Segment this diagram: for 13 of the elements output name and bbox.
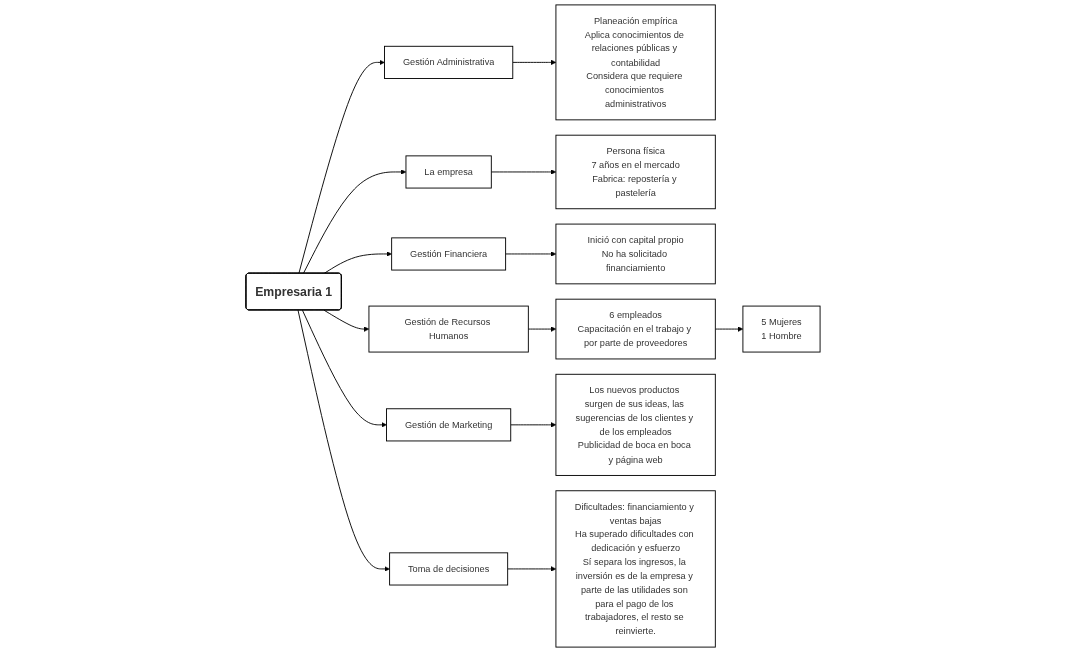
node-box: Gestión Administrativa <box>384 45 514 79</box>
node-box: Gestión Financiera <box>391 237 507 271</box>
node-box: Gestión de Recursos Humanos <box>368 305 529 353</box>
node-box: Inició con capital propio No ha solicitado financiamiento <box>555 223 716 285</box>
node-box: Los nuevos productos surgen de sus ideas, las sugerencias de los clientes y de los empleados Publicidad de boca en boca y página web <box>555 373 716 476</box>
node-box: Toma de decisiones <box>389 552 509 586</box>
node-box: 6 empleados Capacitación en el trabajo y por parte de proveedores <box>555 298 716 360</box>
node-box: Gestión de Marketing <box>386 408 512 442</box>
node-box: Dificultades: financiamiento y ventas bajas Ha superado dificultades con dedicación y esfuerzo Sí separa los ingresos, la inversión es de la empresa y parte de las utilidades son para el pago de los trabajadores, el resto se reinvierte. <box>555 490 716 648</box>
node-box: La empresa <box>405 155 492 189</box>
node-box: Persona física 7 años en el mercado Fabrica: repostería y pastelería <box>555 134 716 210</box>
node-box: Planeación empírica Aplica conocimientos de relaciones públicas y contabilidad Considera que requiere conocimientos administrativos <box>555 4 716 121</box>
node-box: 5 Mujeres 1 Hombre <box>742 305 821 353</box>
